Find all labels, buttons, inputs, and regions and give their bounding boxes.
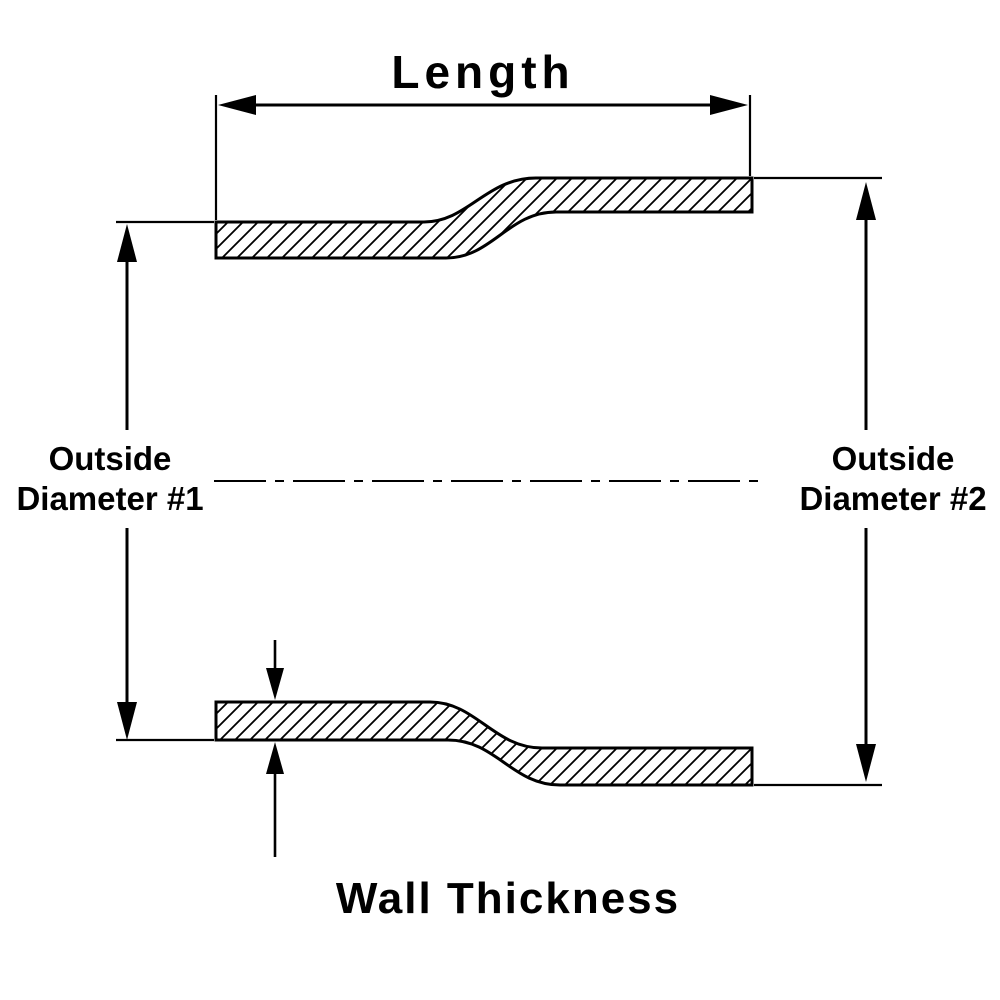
length-dimension: Length	[214, 46, 752, 220]
length-arrow-left	[218, 95, 256, 115]
od1-label-line2: Diameter #1	[16, 480, 203, 517]
od2-label-line1: Outside	[832, 440, 955, 477]
od1-label-line1: Outside	[49, 440, 172, 477]
length-label: Length	[391, 46, 574, 98]
od1-arrow-up	[117, 224, 137, 262]
bottom-wall-section	[214, 700, 754, 787]
coupler-cross-section	[214, 176, 758, 787]
od2-arrow-down	[856, 744, 876, 782]
outside-diameter-2-dimension: Outside Diameter #2	[754, 176, 987, 787]
wall-thickness-arrow-down	[266, 668, 284, 700]
wall-thickness-dimension: Wall Thickness	[266, 640, 680, 923]
od1-arrow-down	[117, 702, 137, 740]
outside-diameter-1-dimension: Outside Diameter #1	[16, 220, 214, 742]
od2-label-line2: Diameter #2	[799, 480, 986, 517]
od2-arrow-up	[856, 182, 876, 220]
wall-thickness-label: Wall Thickness	[336, 874, 680, 923]
wall-thickness-arrow-up	[266, 742, 284, 774]
top-wall-section	[214, 176, 754, 260]
length-arrow-right	[710, 95, 748, 115]
